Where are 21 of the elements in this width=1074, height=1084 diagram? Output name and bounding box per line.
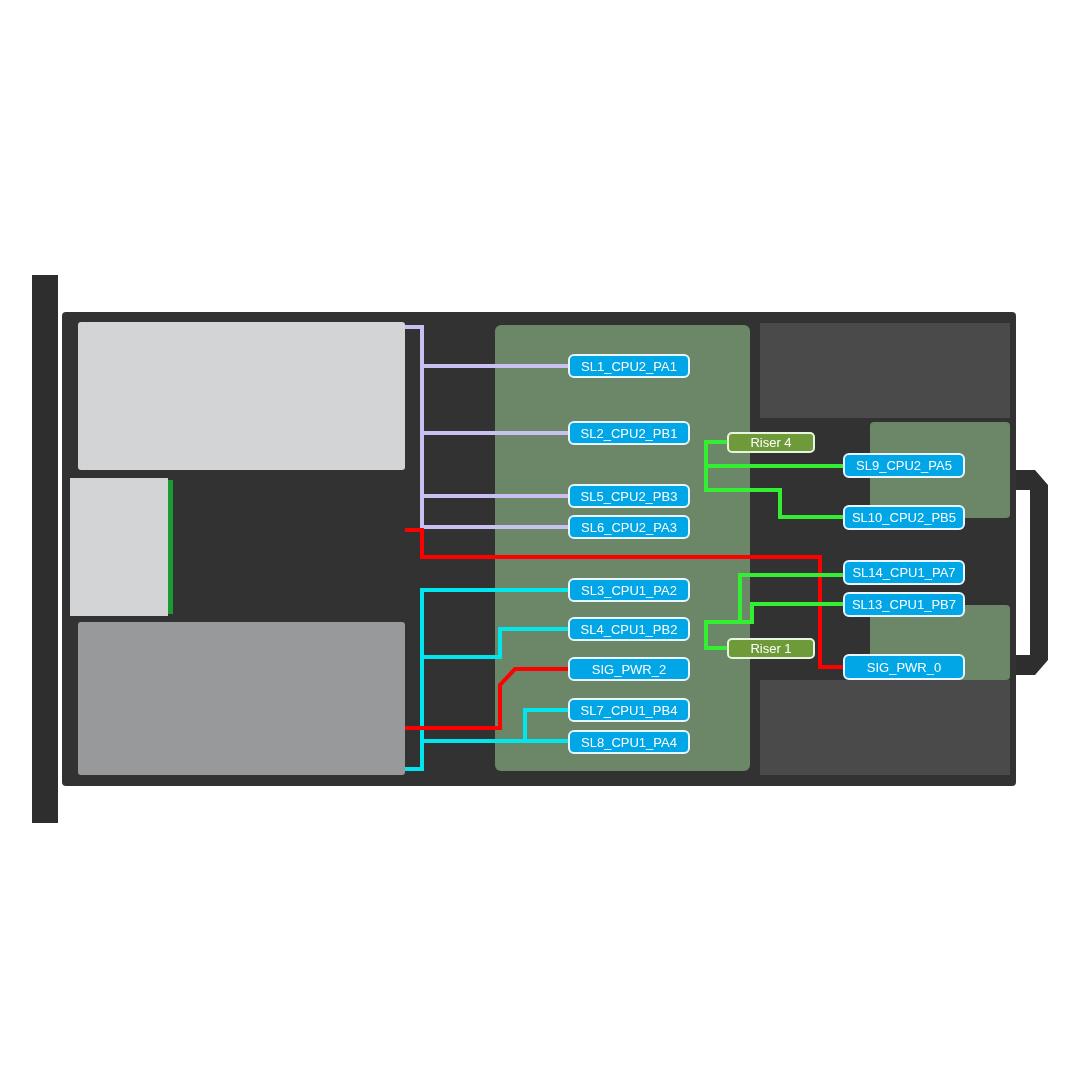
connector-label: SL8_CPU1_PA4 <box>568 730 690 754</box>
connector-label: SL10_CPU2_PB5 <box>843 505 965 530</box>
connector-label: SL9_CPU2_PA5 <box>843 453 965 478</box>
cable <box>405 325 568 529</box>
expansion-card <box>78 322 405 470</box>
connector-label: SL4_CPU1_PB2 <box>568 617 690 641</box>
connector-label: SIG_PWR_2 <box>568 657 690 681</box>
cable <box>405 667 568 730</box>
connector-label: SL14_CPU1_PA7 <box>843 560 965 585</box>
connector-label: SL13_CPU1_PB7 <box>843 592 965 617</box>
connector-label: SL7_CPU1_PB4 <box>568 698 690 722</box>
riser-label: Riser 4 <box>727 432 815 453</box>
riser-label: Riser 1 <box>727 638 815 659</box>
connector-label: SL2_CPU2_PB1 <box>568 421 690 445</box>
cable <box>405 528 843 669</box>
connector-label: SL1_CPU2_PA1 <box>568 354 690 378</box>
connector-label: SL6_CPU2_PA3 <box>568 515 690 539</box>
connector-label: SL5_CPU2_PB3 <box>568 484 690 508</box>
connector-label: SIG_PWR_0 <box>843 654 965 680</box>
connector-label: SL3_CPU1_PA2 <box>568 578 690 602</box>
expansion-card <box>78 622 405 775</box>
